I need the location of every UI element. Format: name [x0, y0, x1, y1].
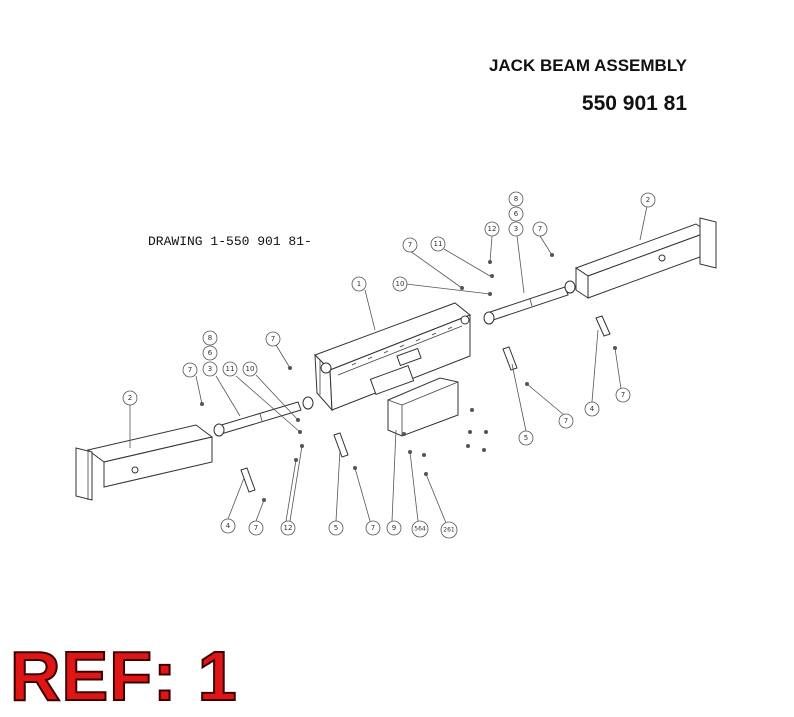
balloon-6-left: 6 [202, 345, 218, 361]
balloon-9: 9 [386, 520, 402, 536]
balloon-7-b: 7 [182, 362, 198, 378]
balloon-7-f: 7 [532, 221, 548, 237]
balloon-261: 261 [440, 521, 458, 539]
svg-text:9: 9 [392, 524, 396, 532]
balloon-7-g: 7 [558, 413, 574, 429]
svg-text:1: 1 [357, 280, 361, 288]
svg-text:261: 261 [443, 527, 455, 534]
svg-text:564: 564 [414, 526, 426, 533]
svg-text:7: 7 [371, 524, 375, 532]
svg-text:4: 4 [590, 405, 595, 413]
svg-text:7: 7 [408, 241, 412, 249]
balloon-12-right: 12 [484, 221, 500, 237]
part-3-left-cylinder [213, 396, 314, 437]
drawing-number-label: DRAWING 1-550 901 81- [148, 234, 312, 249]
svg-text:4: 4 [226, 522, 231, 530]
svg-text:7: 7 [254, 524, 258, 532]
balloon-4-right: 4 [584, 401, 600, 417]
ref-label: REF: 1 [9, 637, 238, 715]
balloon-10-left: 10 [242, 361, 258, 377]
assembly-title: JACK BEAM ASSEMBLY [488, 56, 687, 75]
balloon-3-left: 3 [202, 361, 218, 377]
svg-text:5: 5 [334, 524, 338, 532]
balloon-5-right: 5 [518, 430, 534, 446]
balloon-11-right: 11 [430, 236, 446, 252]
part-2-right-beam [574, 217, 717, 299]
svg-text:7: 7 [188, 366, 192, 374]
svg-text:6: 6 [208, 349, 213, 357]
balloon-2-right: 2 [640, 192, 656, 208]
balloon-7-a: 7 [265, 331, 281, 347]
part-2-left-beam [75, 424, 214, 501]
svg-text:12: 12 [284, 524, 293, 532]
balloon-5-left: 5 [328, 520, 344, 536]
balloon-2-left: 2 [122, 390, 138, 406]
balloon-8-right: 8 [508, 191, 524, 207]
balloon-8-left: 8 [202, 330, 218, 346]
svg-text:11: 11 [434, 240, 443, 248]
svg-text:8: 8 [208, 334, 212, 342]
svg-text:3: 3 [514, 225, 518, 233]
balloon-11-left: 11 [222, 361, 238, 377]
svg-text:3: 3 [208, 365, 212, 373]
pins [240, 315, 611, 493]
svg-text:8: 8 [514, 195, 518, 203]
svg-text:12: 12 [488, 225, 497, 233]
balloon-12-left: 12 [280, 520, 296, 536]
svg-text:7: 7 [621, 391, 625, 399]
svg-text:7: 7 [538, 225, 542, 233]
svg-text:2: 2 [128, 394, 132, 402]
part-3-right-cylinder [483, 280, 576, 325]
balloon-3-right: 3 [508, 221, 524, 237]
leader-lines [129, 205, 648, 524]
balloon-7-e: 7 [402, 237, 418, 253]
balloon-6-right: 6 [508, 206, 524, 222]
part-9-cover-plate [387, 377, 459, 437]
svg-text:10: 10 [396, 280, 405, 288]
svg-text:2: 2 [646, 196, 650, 204]
svg-text:10: 10 [246, 365, 255, 373]
part-1-central-housing [314, 302, 471, 412]
balloon-10-right: 10 [392, 276, 408, 292]
svg-text:11: 11 [226, 365, 235, 373]
svg-text:5: 5 [524, 434, 528, 442]
balloon-7-d: 7 [365, 520, 381, 536]
balloon-7-c: 7 [248, 520, 264, 536]
svg-text:7: 7 [564, 417, 568, 425]
balloon-564: 564 [411, 520, 429, 538]
balloon-1: 1 [351, 276, 367, 292]
assembly-part-number: 550 901 81 [581, 92, 687, 115]
svg-text:6: 6 [514, 210, 519, 218]
svg-text:7: 7 [271, 335, 275, 343]
balloon-4-left: 4 [220, 518, 236, 534]
balloon-7-h: 7 [615, 387, 631, 403]
